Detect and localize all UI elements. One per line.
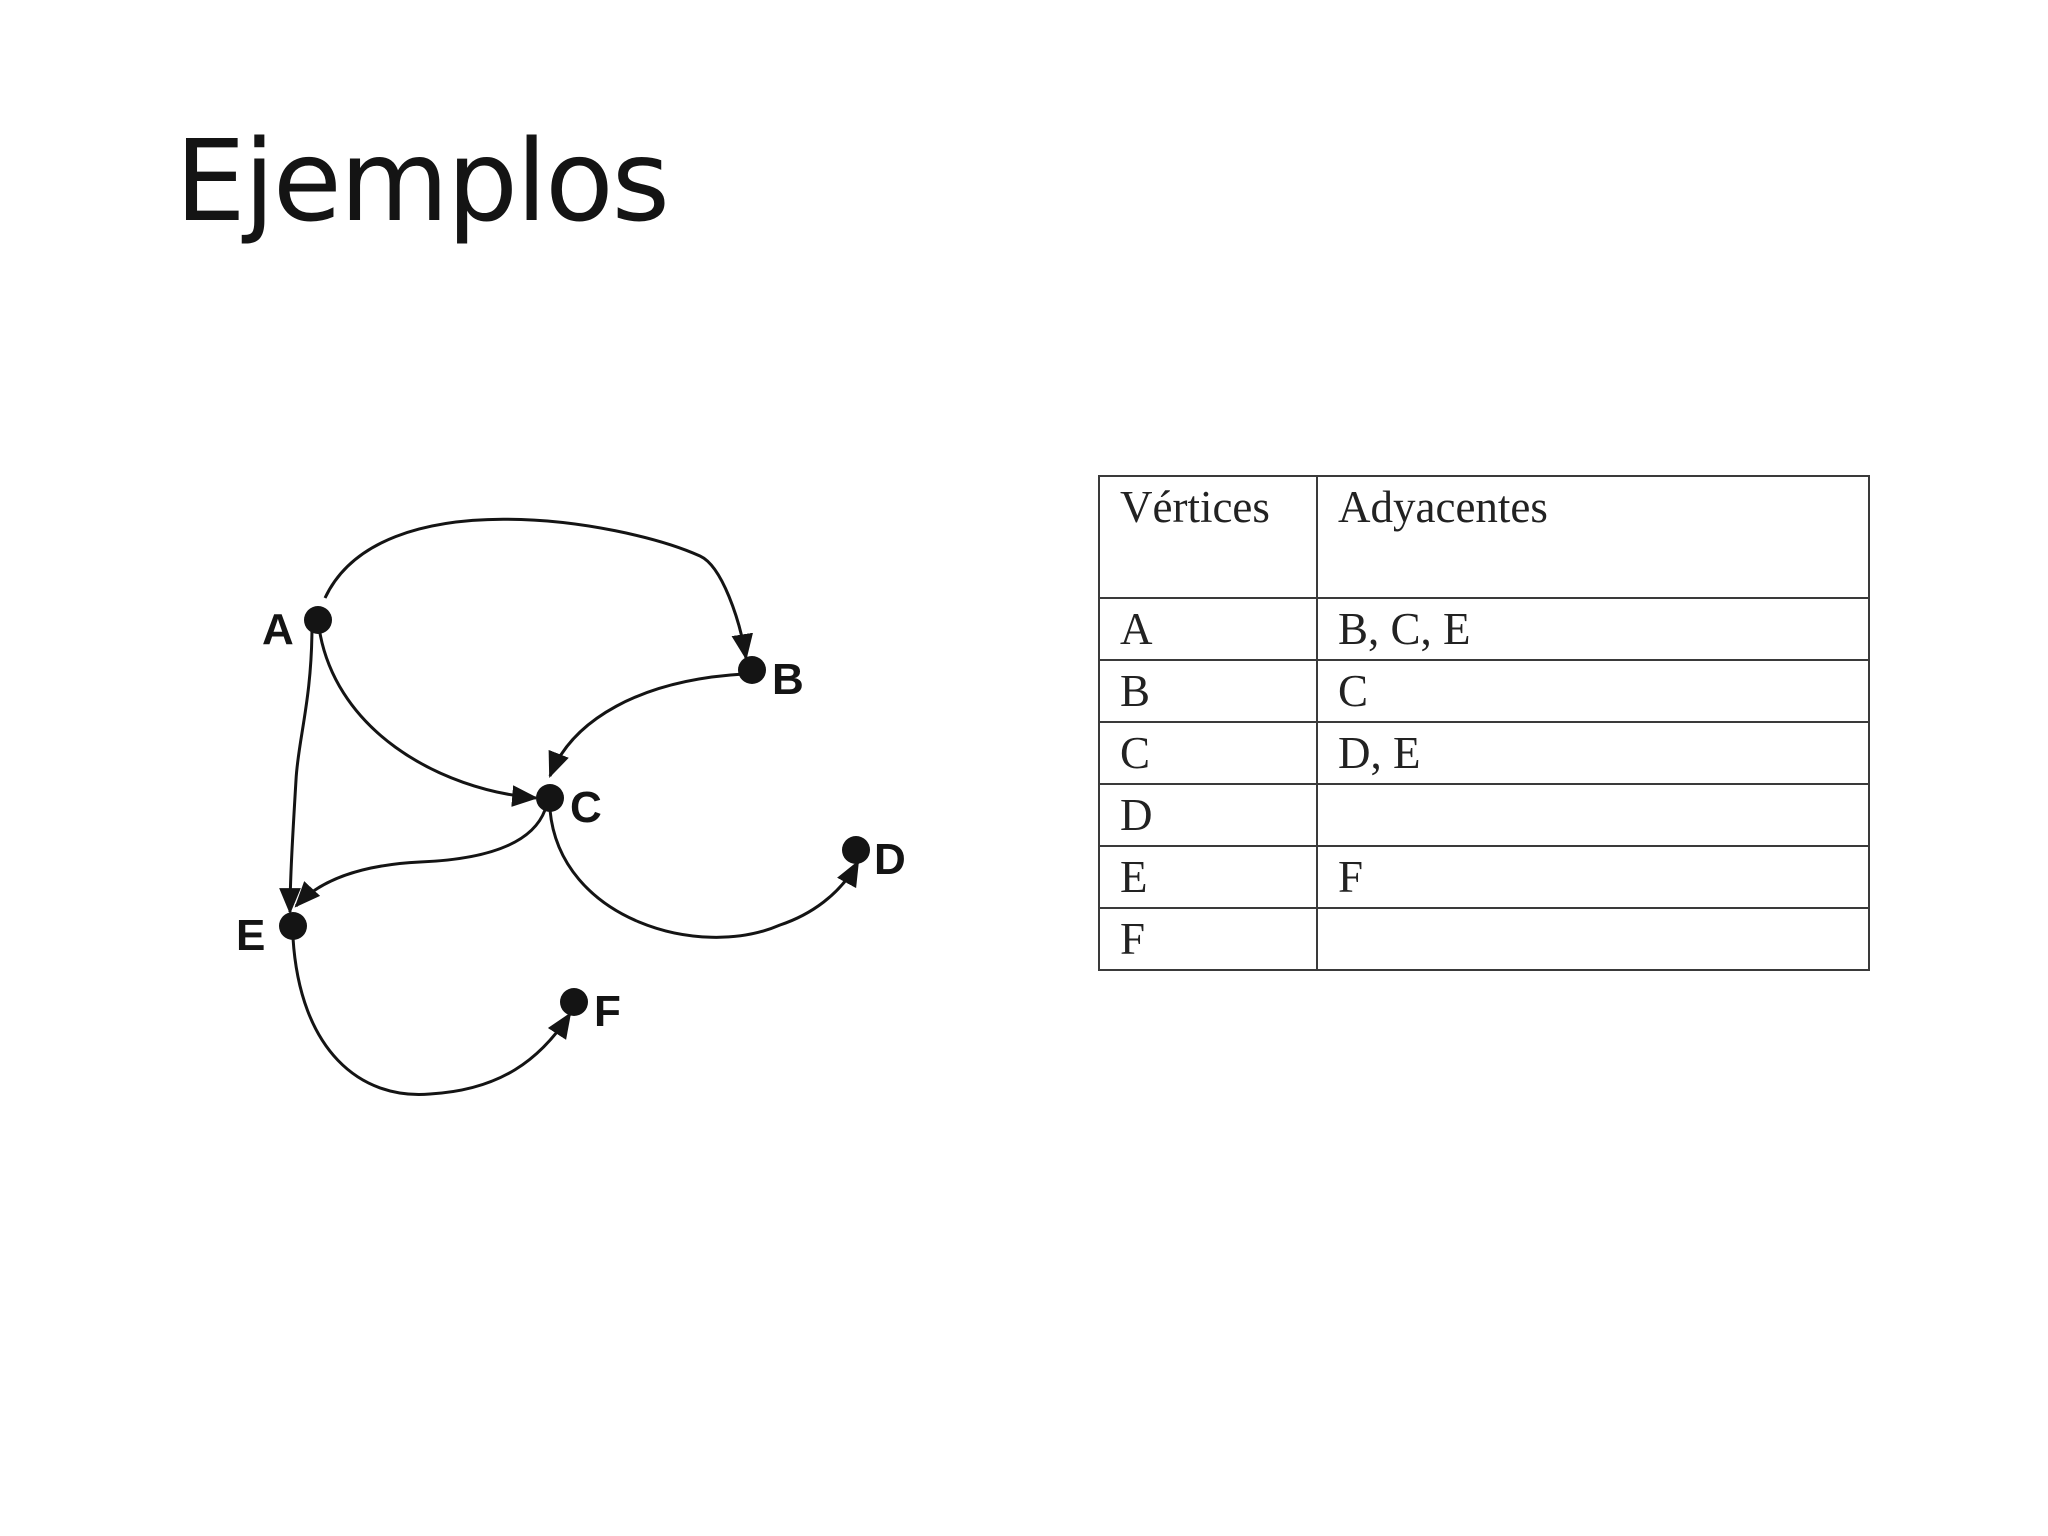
- vertex-cell: A: [1098, 597, 1318, 661]
- node-f-dot: [560, 988, 588, 1016]
- vertex-cell: B: [1098, 659, 1318, 723]
- adjacent-cell: F: [1316, 845, 1870, 909]
- node-e-dot: [279, 912, 307, 940]
- slide-title: Ejemplos: [175, 117, 670, 247]
- node-c-label: C: [570, 783, 602, 832]
- table-row: C D, E: [1098, 721, 1870, 785]
- edge-c-e: [294, 809, 547, 908]
- node-a-label: A: [262, 605, 294, 654]
- node-e-label: E: [236, 911, 265, 960]
- vertex-cell: D: [1098, 783, 1318, 847]
- edge-e-f: [291, 937, 572, 1096]
- edge-c-d: [548, 809, 860, 939]
- node-c-dot: [536, 784, 564, 812]
- node-a: A: [262, 605, 332, 654]
- header-vertices-label: Vértices: [1120, 482, 1270, 532]
- node-d: D: [842, 835, 906, 884]
- adjacent-cell: D, E: [1316, 721, 1870, 785]
- node-e: E: [236, 911, 307, 960]
- header-adjacent: Adyacentes: [1316, 475, 1870, 599]
- node-b-dot: [738, 656, 766, 684]
- table-row: E F: [1098, 845, 1870, 909]
- node-b: B: [738, 655, 804, 704]
- node-b-label: B: [772, 655, 804, 704]
- vertex-cell: F: [1098, 907, 1318, 971]
- vertex-cell: C: [1098, 721, 1318, 785]
- node-f-label: F: [594, 987, 621, 1036]
- node-d-dot: [842, 836, 870, 864]
- adjacent-cell: [1316, 907, 1870, 971]
- node-d-label: D: [874, 835, 906, 884]
- node-c: C: [536, 783, 602, 832]
- adjacent-cell: [1316, 783, 1870, 847]
- table-header-row: Vértices Adyacentes: [1098, 475, 1870, 599]
- table-row: A B, C, E: [1098, 597, 1870, 661]
- directed-graph: A B C D E F: [236, 517, 906, 1096]
- table-row: F: [1098, 907, 1870, 971]
- node-f: F: [560, 987, 621, 1036]
- header-vertices: Vértices: [1098, 475, 1318, 599]
- adjacent-cell: B, C, E: [1316, 597, 1870, 661]
- table-row: B C: [1098, 659, 1870, 723]
- edge-a-c: [316, 619, 539, 807]
- edge-b-c: [548, 672, 745, 779]
- adjacent-cell: C: [1316, 659, 1870, 723]
- table-row: D: [1098, 783, 1870, 847]
- node-a-dot: [304, 606, 332, 634]
- vertex-cell: E: [1098, 845, 1318, 909]
- edge-a-e: [279, 624, 314, 915]
- edge-a-b: [323, 517, 753, 661]
- adjacency-table: Vértices Adyacentes A B, C, E B C C D, E…: [1098, 475, 1870, 971]
